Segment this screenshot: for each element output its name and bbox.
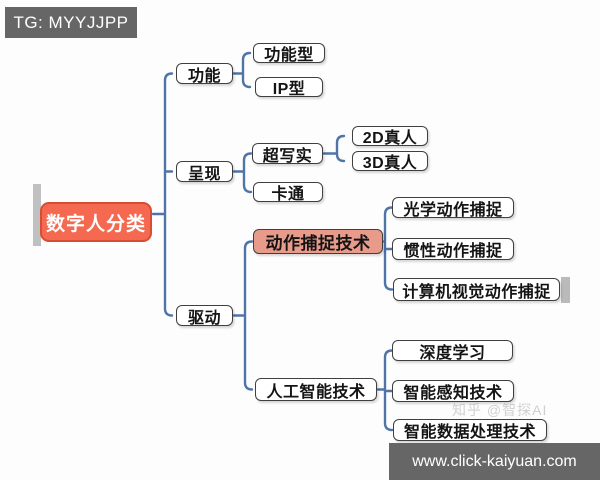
node-function-type: 功能型: [253, 43, 325, 64]
bracket-root: [151, 72, 174, 317]
node-hyper-realistic: 超写实: [252, 143, 323, 165]
root-node-shadow: [33, 184, 41, 246]
cv-mocap-node-shadow: [561, 277, 570, 303]
bracket-function: [232, 51, 252, 89]
telegram-tag-banner: TG: MYYJJPP: [5, 7, 137, 38]
node-deep-learning: 深度学习: [392, 340, 513, 362]
bracket-presentation: [232, 152, 253, 194]
node-2d-human: 2D真人: [352, 126, 428, 147]
node-intelligent-data-processing: 智能数据处理技术: [393, 419, 547, 441]
node-optical-mocap: 光学动作捕捉: [392, 197, 514, 219]
node-function: 功能: [176, 63, 233, 85]
bracket-motion-capture: [382, 206, 394, 291]
bracket-drive: [232, 240, 254, 391]
node-drive: 驱动: [176, 305, 233, 327]
node-root: 数字人分类: [40, 202, 152, 242]
node-intelligent-perception: 智能感知技术: [392, 380, 514, 402]
bracket-hyper-realistic: [322, 134, 346, 163]
node-cv-mocap: 计算机视觉动作捕捉: [393, 278, 560, 301]
node-ai-tech: 人工智能技术: [255, 378, 377, 401]
website-url-banner: www.click-kaiyuan.com: [389, 443, 600, 480]
node-presentation: 呈现: [176, 161, 233, 183]
bracket-ai-tech: [376, 349, 394, 432]
node-cartoon: 卡通: [253, 182, 323, 203]
watermark-text: 知乎 @智探AI: [452, 402, 548, 418]
node-inertial-mocap: 惯性动作捕捉: [392, 238, 514, 260]
node-motion-capture: 动作捕捉技术: [253, 229, 383, 254]
node-ip-type: IP型: [255, 77, 323, 98]
node-3d-human: 3D真人: [352, 151, 428, 172]
